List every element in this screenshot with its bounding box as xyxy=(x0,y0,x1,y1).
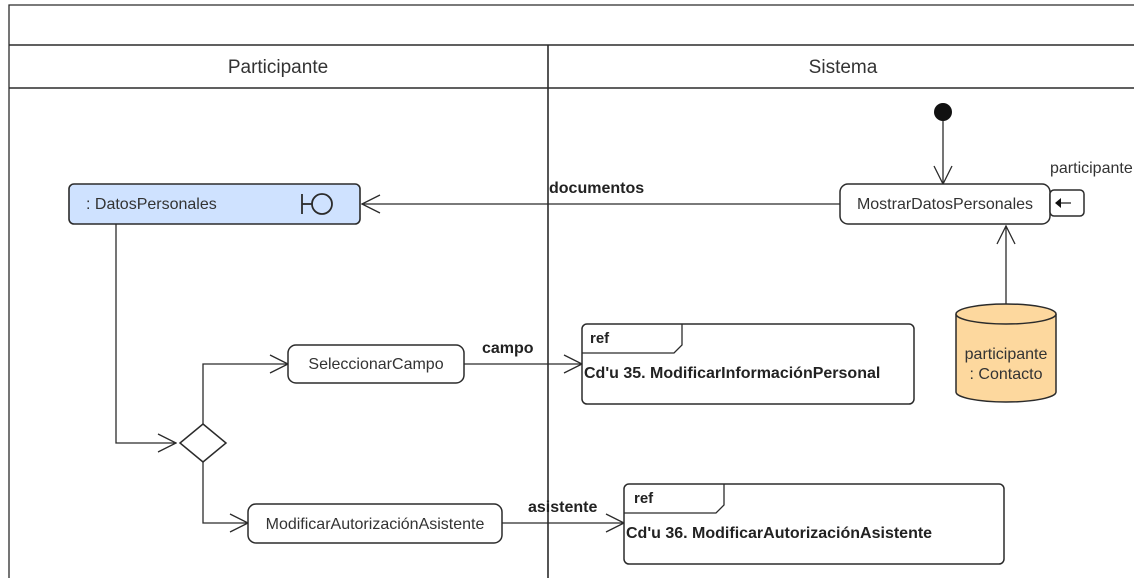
ref-2-tag: ref xyxy=(634,490,654,507)
lane-sistema-label: Sistema xyxy=(809,57,878,78)
contacto-datastore[interactable]: participante : Contacto xyxy=(955,303,1057,403)
campo-edge-label: campo xyxy=(482,340,534,357)
flow-datos-to-decision xyxy=(115,224,176,443)
initial-node-icon xyxy=(934,103,952,121)
datos-personales-label: : DatosPersonales xyxy=(86,196,217,213)
swimlane-frame xyxy=(8,4,1134,578)
ref-1-text: Cd'u 35. ModificarInformaciónPersonal xyxy=(584,365,880,382)
mostrar-datos-personales-label: MostrarDatosPersonales xyxy=(857,196,1033,213)
boundary-icon xyxy=(301,193,333,215)
flow-decision-to-modificar xyxy=(202,462,248,523)
seleccionar-campo-label: SeleccionarCampo xyxy=(308,356,443,373)
mostrar-datos-personales-action[interactable]: MostrarDatosPersonales xyxy=(839,183,1051,225)
ref-cdu-36-frame[interactable]: ref Cd'u 36. ModificarAutorizaciónAsiste… xyxy=(623,483,1005,565)
decision-diamond-icon xyxy=(178,423,228,463)
ref-1-tag: ref xyxy=(590,330,610,347)
participante-pin-label: participante xyxy=(1050,160,1133,177)
lane-participante-label: Participante xyxy=(228,57,328,78)
datastore-label-line2: : Contacto xyxy=(970,366,1043,383)
datos-personales-boundary[interactable]: : DatosPersonales xyxy=(68,183,361,225)
output-pin-icon xyxy=(1049,189,1085,217)
flow-decision-to-seleccionar xyxy=(202,364,288,424)
ref-cdu-35-frame[interactable]: ref Cd'u 35. ModificarInformaciónPersona… xyxy=(581,323,915,405)
ref-2-text: Cd'u 36. ModificarAutorizaciónAsistente xyxy=(626,525,932,542)
asistente-edge-label: asistente xyxy=(528,499,597,516)
datastore-label-line1: participante xyxy=(965,346,1048,363)
seleccionar-campo-action[interactable]: SeleccionarCampo xyxy=(287,344,465,384)
modificar-autorizacion-action[interactable]: ModificarAutorizaciónAsistente xyxy=(247,503,503,544)
documentos-edge-label: documentos xyxy=(549,180,644,197)
modificar-autorizacion-label: ModificarAutorizaciónAsistente xyxy=(266,516,485,533)
